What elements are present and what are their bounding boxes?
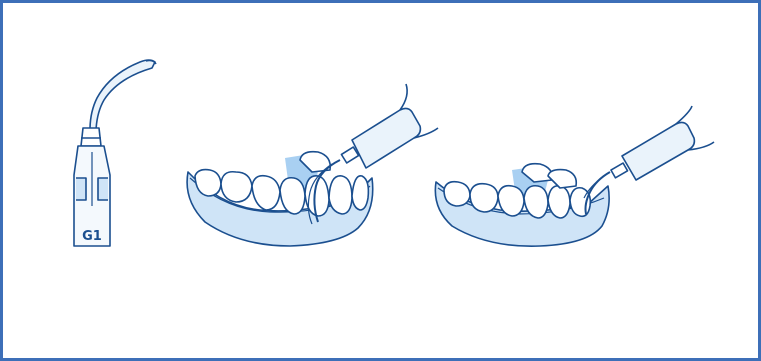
lower-jaw-right	[435, 164, 609, 247]
lower-jaw-left	[187, 152, 373, 246]
scaler-tip-g1: G1	[74, 60, 156, 246]
handpiece-body	[352, 108, 420, 168]
handpiece-body	[622, 122, 694, 180]
scaler-tip-collar	[81, 128, 101, 146]
scaler-tip-shaft	[90, 60, 155, 130]
scaler-tip-label: G1	[82, 229, 102, 244]
